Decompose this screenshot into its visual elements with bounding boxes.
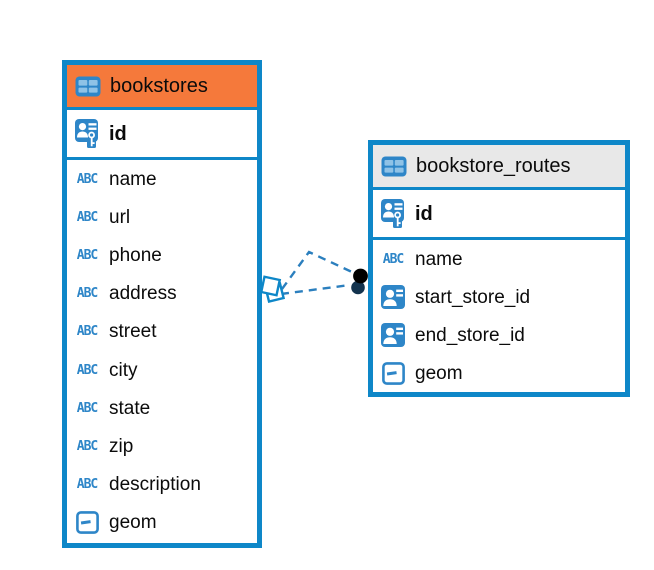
text-column-icon: ABC [76, 171, 99, 187]
column-name-label: url [109, 206, 131, 228]
column-row-street[interactable]: ABC street [67, 313, 257, 351]
geometry-column-icon [379, 362, 407, 386]
column-row-name[interactable]: ABC name [373, 240, 625, 278]
column-row-city[interactable]: ABC city [67, 351, 257, 389]
primary-key-section: id [373, 190, 625, 240]
column-name-label: name [415, 248, 463, 270]
table-title: bookstore_routes [416, 154, 571, 177]
column-row-geom[interactable]: geom [67, 504, 257, 542]
relationship-end-squares [259, 275, 286, 304]
column-name-label: geom [415, 363, 463, 385]
relationship-line-upper[interactable] [281, 250, 353, 290]
table-icon [74, 76, 102, 97]
text-column-icon: ABC [382, 251, 405, 267]
column-row-phone[interactable]: ABC phone [67, 236, 257, 274]
column-name-label: phone [109, 244, 162, 266]
column-name-label: address [109, 283, 177, 305]
column-name-label: street [109, 321, 157, 343]
column-name-label: description [109, 474, 201, 496]
primary-key-icon [379, 198, 407, 229]
column-name-label: id [415, 202, 433, 225]
column-row-zip[interactable]: ABC zip [67, 427, 257, 465]
column-row-id[interactable]: id [67, 110, 257, 157]
table-icon [380, 156, 408, 177]
column-row-state[interactable]: ABC state [67, 389, 257, 427]
column-list: ABC name start_store_id end_store_id geom [373, 240, 625, 393]
table-title: bookstores [110, 74, 208, 97]
text-column-icon: ABC [76, 285, 99, 302]
column-name-label: name [109, 168, 157, 190]
text-column-icon: ABC [76, 476, 99, 493]
text-column-icon: ABC [76, 323, 99, 340]
column-row-id[interactable]: id [373, 190, 625, 237]
table-header[interactable]: bookstores [67, 65, 257, 110]
text-column-icon: ABC [76, 400, 99, 417]
relationship-line-lower[interactable] [280, 283, 351, 296]
column-name-label: end_store_id [415, 324, 525, 346]
column-row-address[interactable]: ABC address [67, 275, 257, 313]
geometry-column-icon [73, 511, 101, 535]
column-name-label: start_store_id [415, 286, 531, 308]
column-name-label: zip [109, 435, 134, 457]
text-column-icon: ABC [76, 362, 99, 378]
primary-key-icon [73, 118, 101, 149]
text-column-icon: ABC [76, 209, 99, 226]
entity-table-bookstore-routes[interactable]: bookstore_routes id ABC name start_store_… [368, 140, 630, 397]
text-column-icon: ABC [76, 247, 99, 264]
table-header[interactable]: bookstore_routes [373, 145, 625, 190]
foreign-key-icon [379, 323, 407, 348]
column-row-url[interactable]: ABC url [67, 198, 257, 236]
column-row-name[interactable]: ABC name [67, 160, 257, 198]
column-name-label: city [109, 359, 138, 381]
relationship-end-dots [351, 268, 368, 295]
column-row-end_store_id[interactable]: end_store_id [373, 316, 625, 354]
column-name-label: id [109, 122, 127, 145]
foreign-key-icon [379, 285, 407, 310]
column-row-geom[interactable]: geom [373, 355, 625, 393]
primary-key-section: id [67, 110, 257, 160]
text-column-icon: ABC [76, 438, 99, 455]
column-row-description[interactable]: ABC description [67, 466, 257, 504]
column-name-label: geom [109, 512, 157, 534]
column-name-label: state [109, 397, 151, 419]
column-row-start_store_id[interactable]: start_store_id [373, 278, 625, 316]
